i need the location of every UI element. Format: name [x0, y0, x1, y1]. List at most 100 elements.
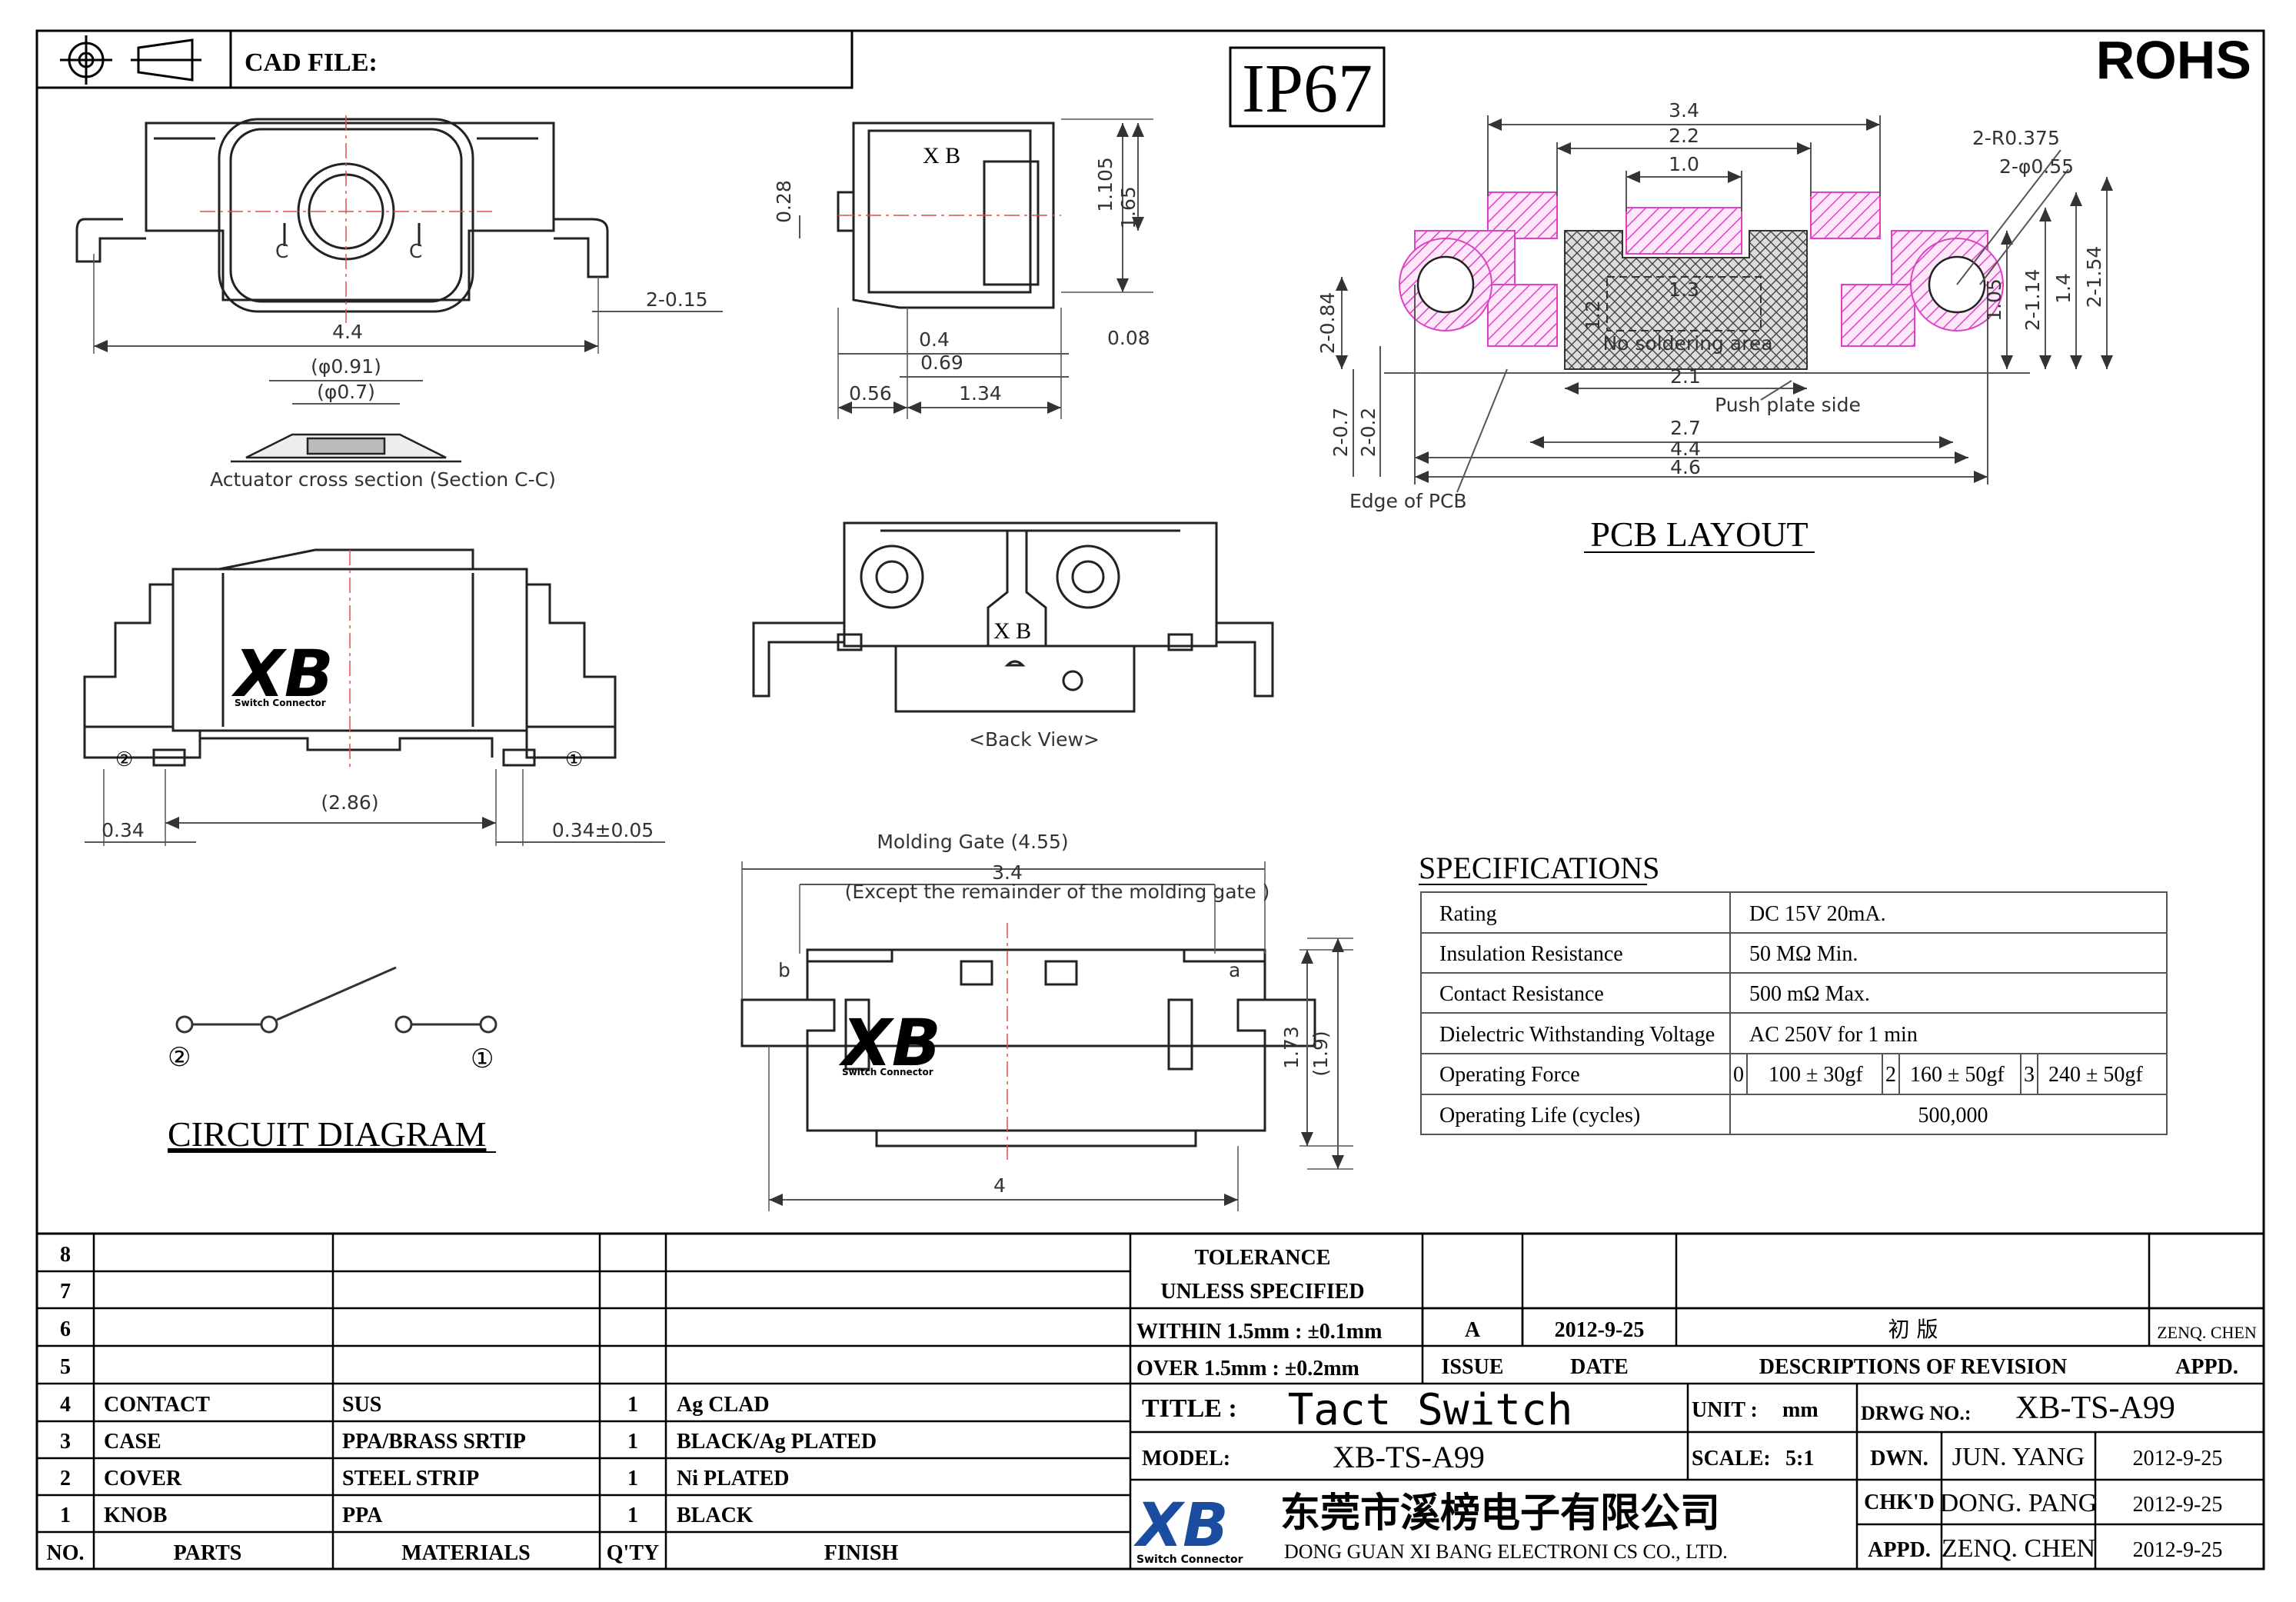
- spec-value-insulation: 50 MΩ Min.: [1749, 942, 1858, 966]
- pcb-dim-1-2: 1.2: [1582, 300, 1604, 331]
- dim-1-105: 1.105: [1094, 157, 1116, 212]
- bom-grid: [37, 1234, 1132, 1569]
- title-label: TITLE :: [1142, 1394, 1237, 1423]
- bom-row-3-material: PPA/BRASS SRTIP: [342, 1430, 526, 1454]
- spec-label-contact: Contact Resistance: [1439, 982, 1604, 1006]
- pcb-dim-2-2: 2.2: [1669, 125, 1699, 147]
- bom-header-qty: Q'TY: [607, 1541, 659, 1565]
- drwg-value: XB-TS-A99: [2015, 1391, 2175, 1426]
- gate-a: a: [1229, 959, 1240, 981]
- circuit-pin2: ②: [168, 1042, 191, 1073]
- bom-row-3-finish: BLACK/Ag PLATED: [677, 1430, 877, 1454]
- dim-0-34-tol: 0.34±0.05: [552, 819, 654, 841]
- dim-0-56: 0.56: [849, 382, 892, 405]
- pcb-r0375: 2-R0.375: [1972, 127, 2060, 149]
- bom-row-3-part: CASE: [104, 1430, 161, 1454]
- dim-0-69: 0.69: [920, 351, 963, 374]
- bom-row-7-no: 7: [60, 1280, 71, 1304]
- dim-0-28: 0.28: [773, 180, 795, 223]
- chkd-label: CHK'D: [1864, 1490, 1935, 1514]
- dim-0-08: 0.08: [1107, 327, 1150, 349]
- bom-row-2-no: 2: [60, 1467, 71, 1490]
- spec-value-rating: DC 15V 20mA.: [1749, 902, 1886, 926]
- rev-issue: A: [1465, 1318, 1481, 1342]
- spec-value-life: 500,000: [1918, 1104, 1988, 1127]
- force-no-2: 2: [1885, 1063, 1896, 1087]
- actuator-section: [231, 380, 461, 463]
- logo-front: XB Switch Connector: [231, 636, 334, 711]
- bom-row-4-qty: 1: [627, 1393, 638, 1417]
- dim-0-4: 0.4: [919, 328, 950, 351]
- dim-0-34: 0.34: [101, 819, 145, 841]
- dim-2-86: (2.86): [321, 791, 378, 814]
- dim-bottom-3-4: 3.4: [992, 861, 1023, 884]
- bom-header-materials: MATERIALS: [401, 1541, 531, 1565]
- col-issue: ISSUE: [1442, 1355, 1504, 1379]
- svg-text:XB: XB: [231, 636, 334, 711]
- dim-1-73: 1.73: [1280, 1026, 1303, 1069]
- top-view: [75, 115, 723, 354]
- bom-row-4-part: CONTACT: [104, 1393, 210, 1417]
- spec-label-rating: Rating: [1439, 902, 1497, 926]
- edge-of-pcb-label: Edge of PCB: [1349, 490, 1467, 512]
- dim-1-34: 1.34: [959, 382, 1002, 405]
- pcb-dim-1-05: 1.05: [1983, 278, 2005, 321]
- appd-label: APPD.: [1868, 1538, 1931, 1562]
- cad-file-box: CAD FILE:: [35, 29, 854, 89]
- side-marking: X B: [923, 143, 960, 168]
- force-no-3: 3: [2024, 1063, 2035, 1087]
- no-soldering-label: No soldering area: [1602, 332, 1772, 355]
- back-view-caption: <Back View>: [969, 728, 1100, 751]
- dwn-label: DWN.: [1870, 1447, 1928, 1470]
- drwg-label: DRWG NO.:: [1861, 1402, 1972, 1424]
- tolerance-label: TOLERANCE: [1195, 1246, 1331, 1270]
- col-desc: DESCRIPTIONS OF REVISION: [1759, 1355, 2067, 1379]
- back-view: [752, 521, 1274, 713]
- pcb-dim-0-84: 2-0.84: [1316, 292, 1339, 355]
- bom-row-1-material: PPA: [342, 1504, 383, 1527]
- ip-rating: IP67: [1242, 51, 1373, 127]
- unit-value: mm: [1782, 1398, 1818, 1422]
- bom-row-2-qty: 1: [627, 1467, 638, 1490]
- company-name-cn: 东莞市溪榜电子有限公司: [1280, 1490, 1720, 1537]
- circuit-pin1: ①: [471, 1044, 494, 1074]
- bom-row-6-no: 6: [60, 1317, 71, 1341]
- model-value: XB-TS-A99: [1333, 1440, 1485, 1474]
- logo-bottom: XB Switch Connector: [838, 1005, 941, 1081]
- back-marking: X B: [993, 618, 1031, 644]
- spec-label-force: Operating Force: [1439, 1063, 1580, 1087]
- actuator-caption: Actuator cross section (Section C-C): [210, 468, 556, 491]
- third-angle-projection-icon: [60, 35, 201, 85]
- chkd-date: 2012-9-25: [2133, 1493, 2223, 1517]
- unless-specified: UNLESS SPECIFIED: [1160, 1280, 1364, 1304]
- dim-lead-width: 2-0.15: [646, 288, 708, 311]
- bom-row-4-no: 4: [60, 1393, 71, 1417]
- rev-date: 2012-9-25: [1555, 1318, 1645, 1342]
- pcb-dim-1-3: 1.3: [1669, 278, 1699, 301]
- svg-text:Switch Connector: Switch Connector: [235, 698, 326, 708]
- pcb-layout: [1336, 115, 2113, 493]
- except-note: (Except the remainder of the molding gat…: [845, 881, 1270, 903]
- chkd-name: DONG. PANG: [1940, 1489, 2098, 1517]
- bom-header-no: NO.: [47, 1541, 85, 1565]
- bom-row-2-material: STEEL STRIP: [342, 1467, 479, 1490]
- bom-row-4-material: SUS: [342, 1393, 381, 1417]
- pcb-dim-2-1: 2.1: [1670, 365, 1701, 388]
- molding-gate-label: Molding Gate (4.55): [877, 831, 1068, 853]
- pcb-dim-4-4: 4.4: [1670, 438, 1701, 460]
- pin1-label: ①: [565, 748, 583, 771]
- section-mark-right: C: [409, 240, 422, 262]
- pcb-dim-1-0: 1.0: [1669, 153, 1699, 175]
- svg-text:Switch Connector: Switch Connector: [1136, 1554, 1243, 1566]
- gate-b: b: [778, 959, 790, 981]
- unit-label: UNIT :: [1692, 1398, 1758, 1422]
- dim-4-4: 4.4: [332, 321, 363, 343]
- bom-row-1-no: 1: [60, 1504, 71, 1527]
- spec-label-dielectric: Dielectric Withstanding Voltage: [1439, 1023, 1715, 1047]
- cad-file-label: CAD FILE:: [245, 48, 378, 77]
- push-plate-label: Push plate side: [1715, 394, 1861, 416]
- dwn-date: 2012-9-25: [2133, 1447, 2223, 1470]
- svg-text:XB: XB: [1133, 1491, 1229, 1560]
- dim-1-65: 1.65: [1117, 186, 1140, 229]
- bom-row-1-finish: BLACK: [677, 1504, 754, 1527]
